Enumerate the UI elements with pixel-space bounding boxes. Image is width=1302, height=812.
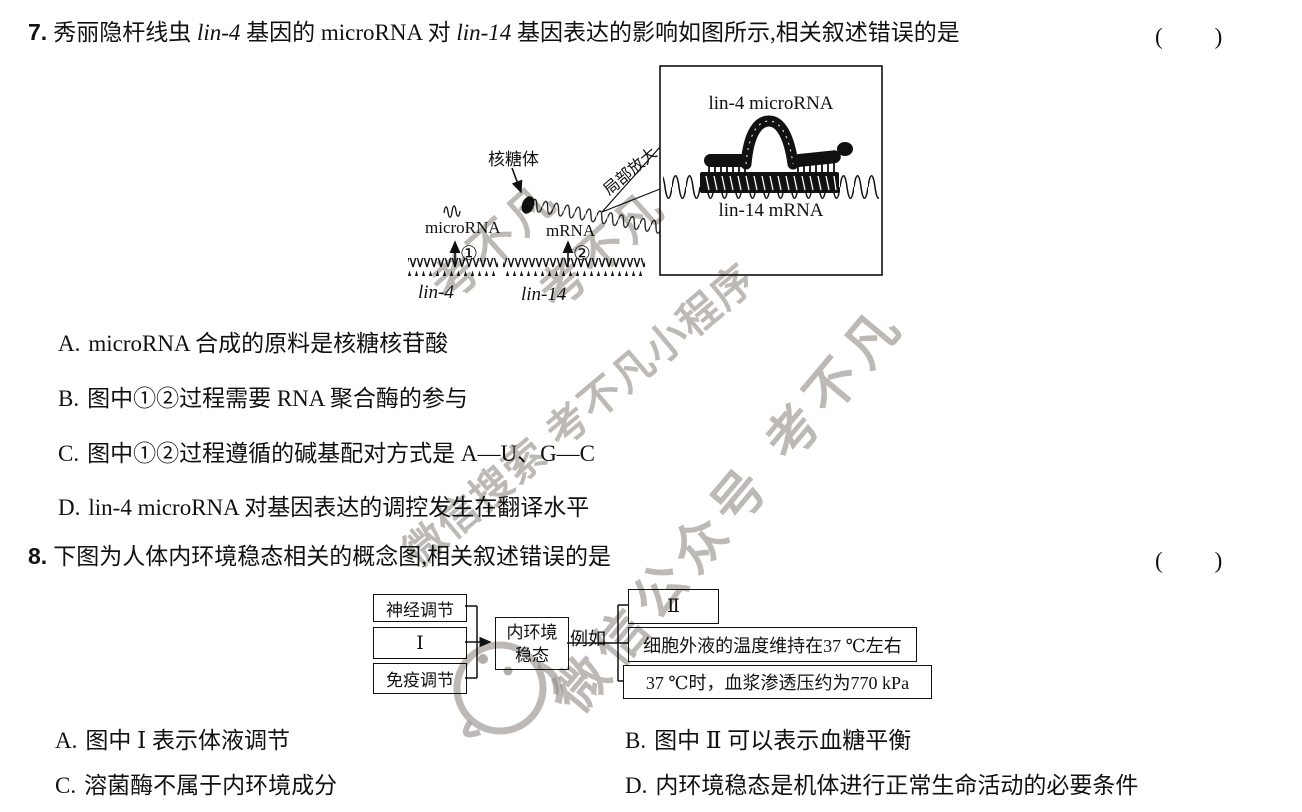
base-pair-rungs <box>708 163 835 174</box>
q8-option-d-label: D. <box>625 773 648 798</box>
q8-answer-bracket: ( ) <box>1155 548 1225 573</box>
microrna-left-arm <box>704 154 750 167</box>
q7-answer-bracket: ( ) <box>1155 24 1225 49</box>
question-7-number: 7. <box>28 19 48 45</box>
q8-option-c-text: 溶菌酶不属于内环境成分 <box>84 773 338 798</box>
microrna-label: microRNA <box>425 218 501 237</box>
question-8-number: 8. <box>28 543 48 569</box>
q8-option-a: A. 图中 Ⅰ 表示体液调节 <box>55 726 290 755</box>
center-box-line1: 内环境 <box>506 622 558 642</box>
example-box-temperature: 细胞外液的温度维持在37 ℃左右 <box>628 627 917 662</box>
q8-option-b-label: B. <box>625 728 647 753</box>
q8-option-a-label: A. <box>55 728 78 753</box>
example-box-osmotic-pressure: 37 ℃时，血浆渗透压约为770 kPa <box>623 665 932 699</box>
input-box-neural: 神经调节 <box>373 594 467 622</box>
process-2-label: ② <box>573 243 591 265</box>
example-box-roman-2: Ⅱ <box>628 589 719 624</box>
microrna-hairpin-loop <box>740 115 799 170</box>
q8-option-c: C. 溶菌酶不属于内环境成分 <box>55 771 337 800</box>
q8-option-b-text: 图中 Ⅱ 可以表示血糖平衡 <box>654 728 912 753</box>
process-1-label: ① <box>460 243 478 265</box>
nascent-microrna-squiggle <box>443 205 461 218</box>
microrna-end-hook <box>837 142 853 156</box>
mrna-wavy-line <box>529 196 665 237</box>
q7-option-b: B. 图中①②过程需要 RNA 聚合酶的参与 <box>58 384 468 413</box>
q7-option-b-label: B. <box>58 386 80 411</box>
gene-lin14-label: lin-14 <box>521 284 567 305</box>
q7-option-a-label: A. <box>58 331 81 356</box>
q8-option-d-text: 内环境稳态是机体进行正常生命活动的必要条件 <box>655 773 1139 798</box>
ribosome-pointer-arrow <box>511 167 523 194</box>
q7-option-c-text: 图中①②过程遵循的碱基配对方式是 A—U、G—C <box>87 441 596 466</box>
homeostasis-center-box: 内环境 稳态 <box>495 617 569 670</box>
q7-option-a-text: microRNA 合成的原料是核糖核苷酸 <box>88 331 449 356</box>
lin14-dna-zigzag <box>503 258 645 276</box>
q7-option-c-label: C. <box>58 441 80 466</box>
q8-option-a-text: 图中 Ⅰ 表示体液调节 <box>85 728 290 753</box>
q8-option-c-label: C. <box>55 773 77 798</box>
gene-lin4-label: lin-4 <box>418 282 454 303</box>
input-box-immune: 免疫调节 <box>373 663 467 694</box>
q7-option-b-text: 图中①②过程需要 RNA 聚合酶的参与 <box>87 386 468 411</box>
center-box-line2: 稳态 <box>515 645 549 665</box>
q7-stem-text-1: 秀丽隐杆线虫 <box>53 20 197 45</box>
link-label-example: 例如 <box>570 629 606 649</box>
inset-bottom-label: lin-14 mRNA <box>718 200 824 221</box>
zoom-wedge-line-bottom <box>601 188 661 213</box>
q7-diagram-lines <box>408 146 665 276</box>
q7-stem-text-2: 基因的 microRNA 对 <box>240 20 457 45</box>
input-box-roman-1: Ⅰ <box>373 627 467 659</box>
q7-option-d-label: D. <box>58 495 81 520</box>
question-7-stem: 7.秀丽隐杆线虫 lin-4 基因的 microRNA 对 lin-14 基因表… <box>28 17 960 48</box>
q7-gene-lin4: lin-4 <box>196 20 241 45</box>
inset-mrna-sequence-ticks <box>705 175 837 191</box>
lin4-dna-zigzag <box>408 258 498 276</box>
q7-inset-box-graphics <box>659 65 883 276</box>
inset-mrna-bar <box>700 172 839 193</box>
q7-option-d: D. lin-4 microRNA 对基因表达的调控发生在翻译水平 <box>58 493 589 522</box>
q8-option-d: D. 内环境稳态是机体进行正常生命活动的必要条件 <box>625 771 1138 800</box>
q8-option-b: B. 图中 Ⅱ 可以表示血糖平衡 <box>625 726 911 755</box>
question-8-stem: 8.下图为人体内环境稳态相关的概念图,相关叙述错误的是 <box>28 541 611 572</box>
q8-stem-text: 下图为人体内环境稳态相关的概念图,相关叙述错误的是 <box>53 544 611 569</box>
mrna-label: mRNA <box>546 221 596 240</box>
q7-option-d-text: lin-4 microRNA 对基因表达的调控发生在翻译水平 <box>88 495 590 520</box>
microrna-right-arm <box>792 150 841 167</box>
zoom-wedge-line-top <box>601 146 661 213</box>
q7-gene-lin14: lin-14 <box>456 20 512 45</box>
ribosome-label: 核糖体 <box>488 150 539 169</box>
q7-stem-text-3: 基因表达的影响如图所示,相关叙述错误的是 <box>511 20 960 45</box>
q7-option-a: A. microRNA 合成的原料是核糖核苷酸 <box>58 329 448 358</box>
q7-option-c: C. 图中①②过程遵循的碱基配对方式是 A—U、G—C <box>58 439 595 468</box>
inset-top-label: lin-4 microRNA <box>708 93 834 114</box>
